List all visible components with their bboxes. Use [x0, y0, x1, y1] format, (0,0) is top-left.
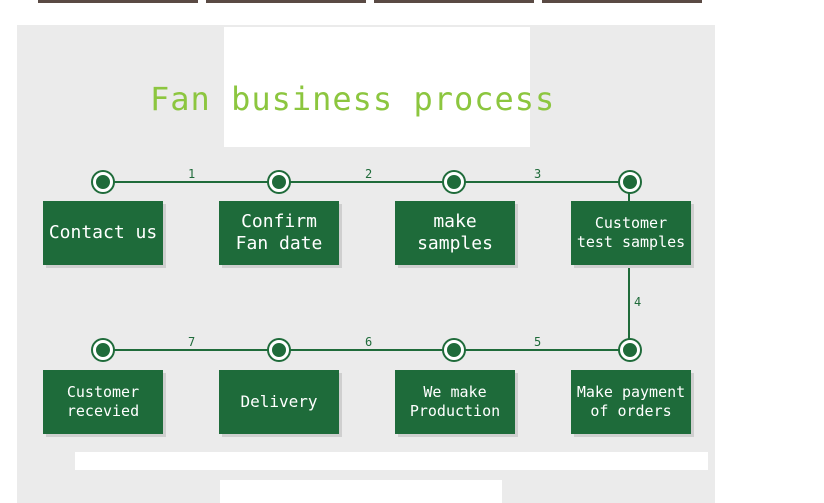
connector-line-top — [103, 181, 630, 183]
connector-line-right — [628, 182, 630, 351]
node-dot — [93, 340, 113, 360]
connector-number-4: 4 — [634, 295, 642, 309]
step-label: Customer recevied — [66, 383, 140, 420]
title-background — [224, 27, 530, 147]
connector-number-5: 5 — [534, 335, 542, 349]
node-dot — [93, 172, 113, 192]
step-label: Confirm Fan date — [235, 210, 323, 255]
top-image-strip-3 — [374, 0, 534, 3]
bottom-white-bar — [75, 452, 708, 470]
step-box-make-samples: make samples — [395, 201, 515, 265]
connector-number-3: 3 — [534, 167, 542, 181]
node-dot — [444, 340, 464, 360]
node-dot — [620, 340, 640, 360]
node-dot — [620, 172, 640, 192]
connector-number-7: 7 — [188, 335, 196, 349]
top-image-strip-4 — [542, 0, 702, 3]
node-dot — [269, 340, 289, 360]
bottom-white-box — [220, 480, 502, 503]
connector-number-6: 6 — [365, 335, 373, 349]
top-image-strip-1 — [38, 0, 198, 3]
step-label: Contact us — [48, 221, 158, 243]
step-label: Make payment of orders — [576, 383, 686, 420]
step-box-customer-test-samples: Customer test samples — [571, 201, 691, 265]
step-box-customer-received: Customer recevied — [43, 370, 163, 434]
step-box-confirm-fan-date: Confirm Fan date — [219, 201, 339, 265]
top-image-strip-2 — [206, 0, 366, 3]
step-label: Delivery — [240, 392, 318, 411]
diagram-title: Fan business process — [150, 80, 556, 118]
connector-line-bottom — [103, 349, 630, 351]
step-box-make-payment: Make payment of orders — [571, 370, 691, 434]
connector-number-2: 2 — [365, 167, 373, 181]
step-box-delivery: Delivery — [219, 370, 339, 434]
step-label: Customer test samples — [576, 214, 686, 251]
step-box-we-make-production: We make Production — [395, 370, 515, 434]
connector-number-1: 1 — [188, 167, 196, 181]
step-label: make samples — [417, 210, 493, 255]
node-dot — [269, 172, 289, 192]
node-dot — [444, 172, 464, 192]
step-box-contact-us: Contact us — [43, 201, 163, 265]
step-label: We make Production — [409, 383, 501, 420]
